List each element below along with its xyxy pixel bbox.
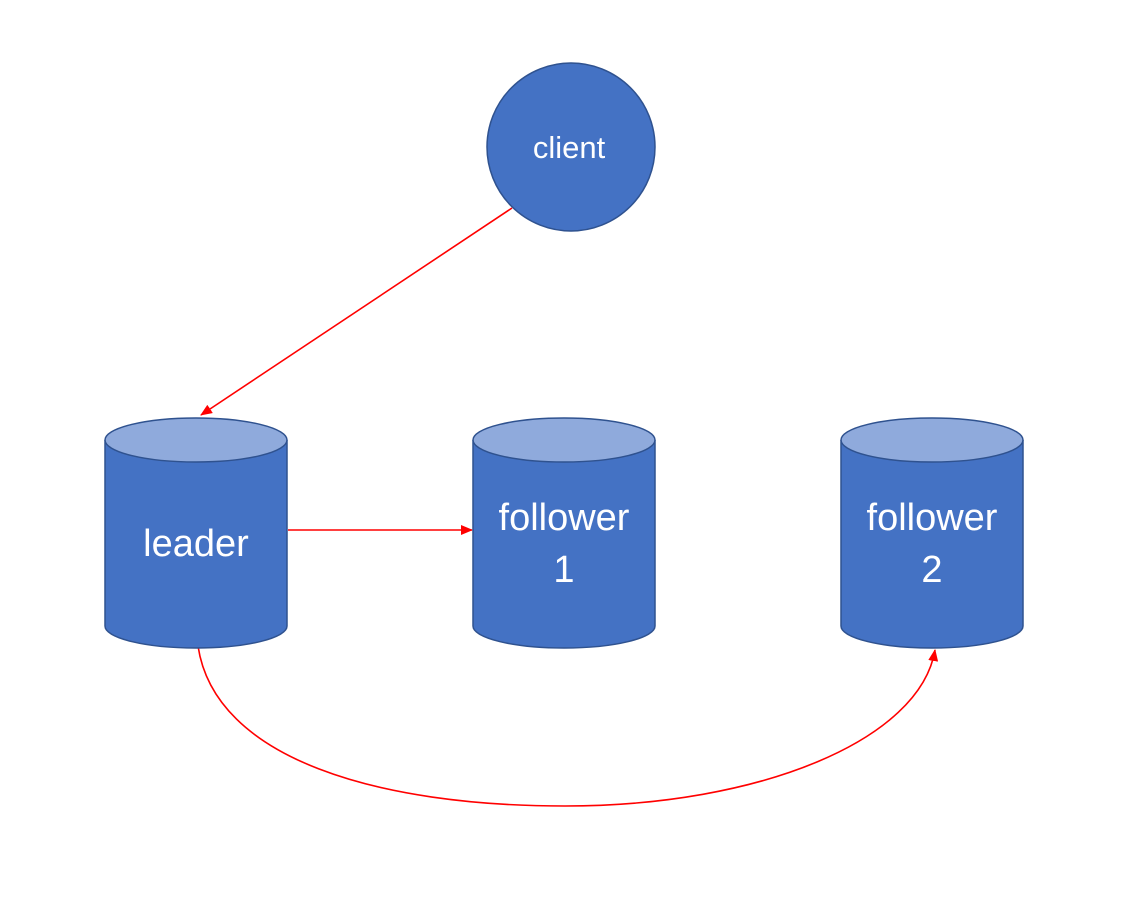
leader-cylinder-top xyxy=(104,417,288,463)
follower2-label-line1: follower xyxy=(867,497,998,539)
follower2-node[interactable]: follower 2 xyxy=(840,417,1024,649)
edge-leader-to-follower2 xyxy=(197,645,939,807)
client-node[interactable]: client xyxy=(486,62,656,232)
follower1-label-line2: 1 xyxy=(553,549,574,591)
client-label: client xyxy=(533,130,606,165)
follower1-cylinder-top xyxy=(472,417,656,463)
follower2-cylinder-body xyxy=(840,440,1024,649)
follower2-label-line2: 2 xyxy=(921,549,942,591)
client-circle xyxy=(486,62,656,232)
follower1-label-line1: follower xyxy=(499,497,630,539)
leader-label: leader xyxy=(143,523,249,565)
leader-node[interactable]: leader xyxy=(104,417,288,649)
leader-cylinder-body xyxy=(104,440,288,649)
follower2-cylinder-top xyxy=(840,417,1024,463)
follower1-cylinder-body xyxy=(472,440,656,649)
follower1-node[interactable]: follower 1 xyxy=(472,417,656,649)
edge-client-to-leader xyxy=(200,207,513,416)
